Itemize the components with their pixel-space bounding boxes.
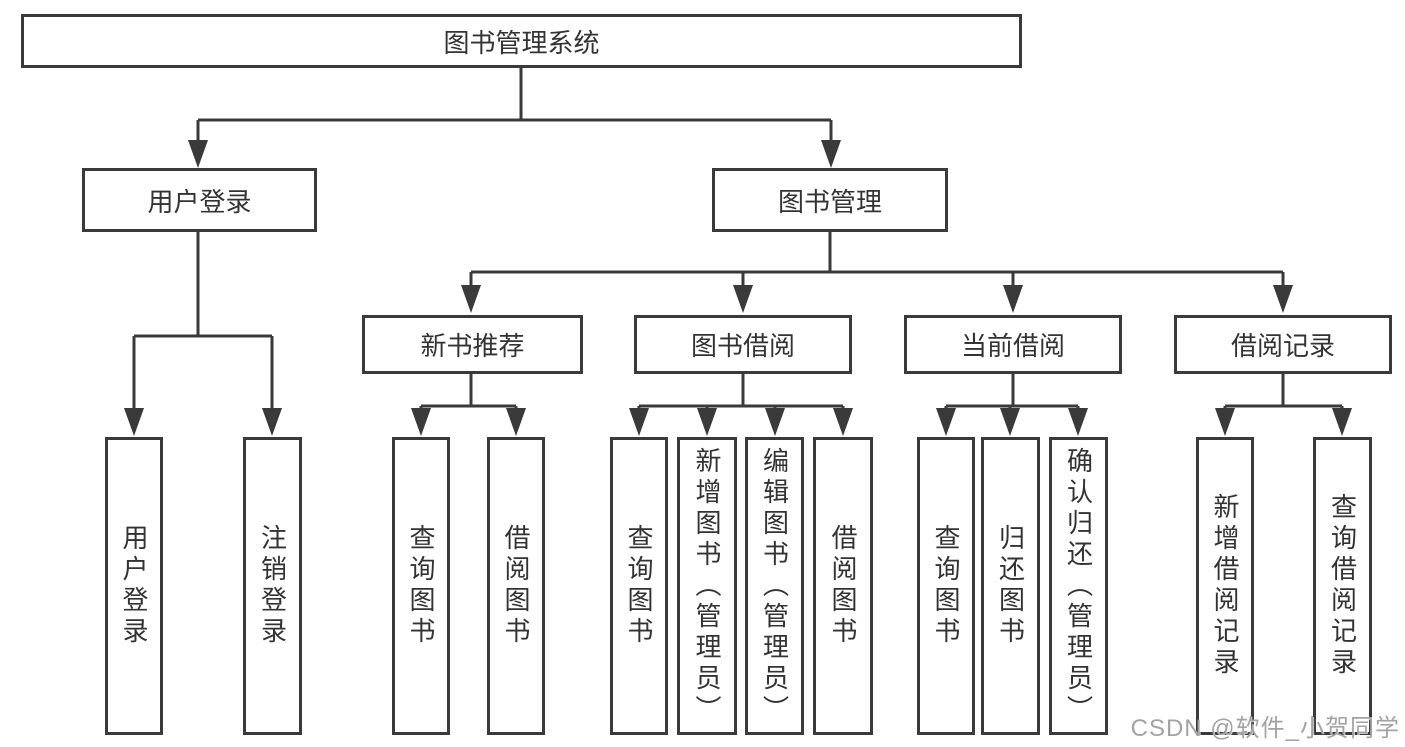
leaf-confirm-return-admin: 确认归还（管理员） (1049, 437, 1108, 735)
leaf-borrow-books-borrow: 借阅图书 (813, 437, 873, 735)
leaf-query-books-recommend: 查询图书 (392, 437, 450, 735)
leaf-query-books-borrow-label: 查询图书 (624, 524, 654, 648)
node-user-login: 用户登录 (82, 168, 317, 232)
leaf-query-borrow-record-label: 查询借阅记录 (1327, 493, 1358, 679)
leaf-edit-book-admin-label: 编辑图书（管理员） (759, 446, 790, 726)
node-book-borrow: 图书借阅 (634, 315, 852, 374)
node-borrow-records: 借阅记录 (1174, 315, 1392, 374)
leaf-logout-login: 注销登录 (243, 437, 302, 735)
leaf-confirm-return-admin-label: 确认归还（管理员） (1063, 446, 1094, 726)
leaf-user-login-label: 用户登录 (119, 524, 149, 648)
node-user-login-label: 用户登录 (147, 186, 252, 217)
leaf-return-books: 归还图书 (981, 437, 1040, 735)
leaf-query-books-current: 查询图书 (917, 437, 975, 735)
leaf-query-books-recommend-label: 查询图书 (406, 524, 436, 648)
node-book-management-label: 图书管理 (777, 186, 882, 217)
node-borrow-records-label: 借阅记录 (1230, 331, 1335, 361)
leaf-query-books-current-label: 查询图书 (931, 524, 961, 648)
leaf-add-borrow-record-label: 新增借阅记录 (1210, 493, 1240, 679)
leaf-return-books-label: 归还图书 (995, 524, 1026, 648)
leaf-add-book-admin: 新增图书（管理员） (677, 437, 737, 735)
node-new-book-recommend-label: 新书推荐 (420, 331, 525, 361)
leaf-query-books-borrow: 查询图书 (610, 437, 668, 735)
node-current-borrow-label: 当前借阅 (960, 331, 1065, 361)
leaf-borrow-books-borrow-label: 借阅图书 (828, 524, 858, 648)
node-root: 图书管理系统 (21, 14, 1022, 68)
leaf-user-login: 用户登录 (105, 437, 163, 735)
leaf-add-borrow-record: 新增借阅记录 (1196, 437, 1254, 735)
leaf-query-borrow-record: 查询借阅记录 (1313, 437, 1372, 735)
node-root-label: 图书管理系统 (443, 27, 600, 58)
node-book-borrow-label: 图书借阅 (690, 331, 795, 361)
watermark-text: CSDN @软件_小贺同学 (1130, 715, 1400, 742)
node-book-management: 图书管理 (712, 168, 948, 232)
leaf-add-book-admin-label: 新增图书（管理员） (692, 446, 722, 726)
node-current-borrow: 当前借阅 (904, 315, 1122, 374)
leaf-borrow-books-recommend: 借阅图书 (487, 437, 545, 735)
leaf-edit-book-admin: 编辑图书（管理员） (745, 437, 804, 735)
leaf-logout-login-label: 注销登录 (257, 524, 288, 648)
node-new-book-recommend: 新书推荐 (362, 315, 583, 374)
leaf-borrow-books-recommend-label: 借阅图书 (501, 524, 531, 648)
